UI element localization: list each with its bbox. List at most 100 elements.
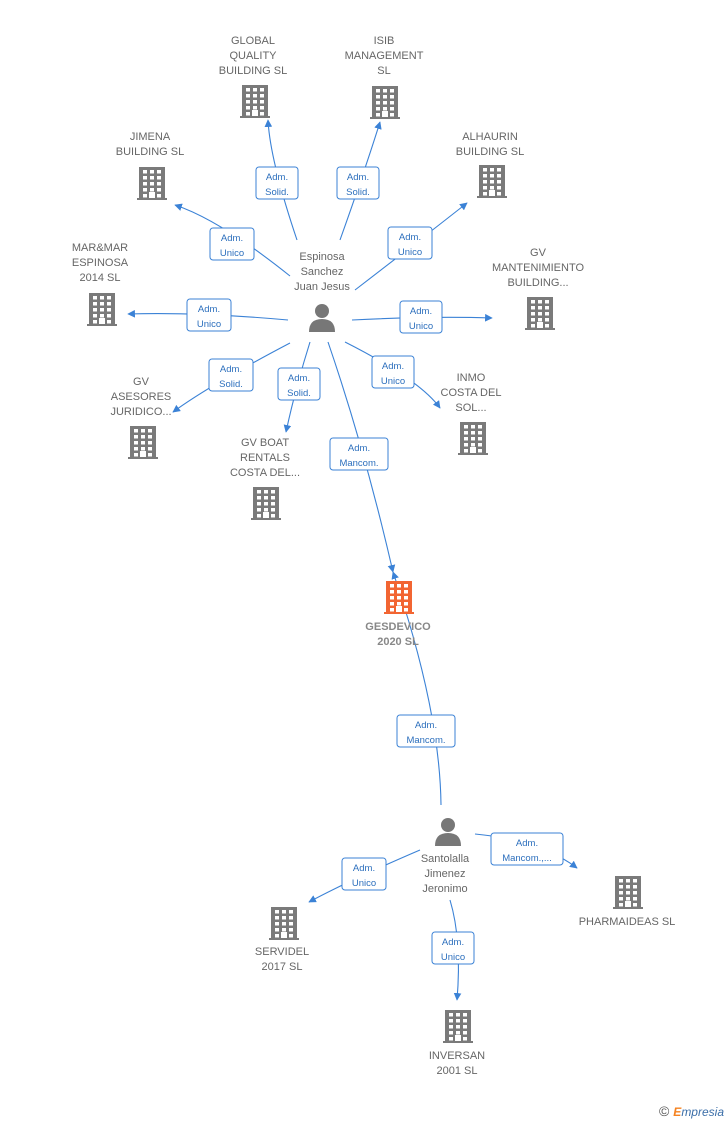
edge-label-text: Adm. [288,373,310,384]
company-name-isib[interactable]: ISIB [374,35,395,47]
company-name-gvboat[interactable]: RENTALS [240,452,290,464]
company-name-inmo[interactable]: SOL... [455,402,486,414]
person-name-espinosa[interactable]: Juan Jesus [294,281,350,293]
edge-label-text: Adm. [382,361,404,372]
person-name-santolalla[interactable]: Jeronimo [422,883,467,895]
building-icon [525,297,555,330]
company-name-inmo[interactable]: COSTA DEL [441,387,502,399]
edge-label-box [396,714,456,748]
edge-label-text: Unico [220,248,244,259]
edge-label-text: Adm. [198,304,220,315]
edge-label-text: Adm. [399,232,421,243]
edge-label-box [387,226,433,260]
company-name-marmar[interactable]: MAR&MAR [72,242,128,254]
edge-label-text: Solid. [219,379,243,390]
edge-label-text: Unico [352,878,376,889]
company-name-servidel[interactable]: SERVIDEL [255,946,309,958]
building-icon [613,876,643,909]
company-name-inversan[interactable]: 2001 SL [437,1065,478,1077]
edge-label-text: Unico [381,376,405,387]
company-name-gesdevico[interactable]: 2020 SL [377,636,419,648]
edge-label-espinosa-gvboat: Adm. Solid. [277,367,321,401]
building-icon [384,581,414,614]
edge-label-text: Adm. [516,838,538,849]
brand-logo-text: mpresia [681,1105,724,1119]
building-icon [458,422,488,455]
edge-label-santolalla-pharma: Adm. Mancom.,... [490,832,564,866]
edge-label-box [431,931,475,965]
copyright-symbol: © [658,1103,670,1119]
edge-label-santolalla-servidel: Adm. Unico [341,857,387,891]
edge-label-espinosa-isib: Adm.Solid. [336,166,380,200]
building-icon [240,85,270,118]
edge-label-text: Adm. [353,863,375,874]
person-name-espinosa[interactable]: Espinosa [299,251,345,263]
edge-label-box [277,367,321,401]
company-name-pharma[interactable]: PHARMAIDEAS SL [579,916,676,928]
edge-label-box [371,355,415,389]
edge-label-text: Adm. [266,172,288,183]
person-name-espinosa[interactable]: Sanchez [301,266,344,278]
edge-label-box [336,166,380,200]
company-name-global[interactable]: QUALITY [229,50,277,62]
edge-label-box [341,857,387,891]
company-name-inmo[interactable]: INMO [457,372,486,384]
edge-label-text: Adm. [415,720,437,731]
company-name-gvases[interactable]: GV [133,376,150,388]
company-name-jimena[interactable]: JIMENA [130,131,171,143]
company-name-gvboat[interactable]: COSTA DEL... [230,467,300,479]
company-name-gvboat[interactable]: GV BOAT [241,437,289,449]
edge-label-text: Adm. [442,937,464,948]
edge-label-text: Unico [409,321,433,332]
edge-label-text: Mancom.,... [502,853,552,864]
edge-label-text: Adm. [347,172,369,183]
edge-label-text: Unico [398,247,422,258]
building-icon [137,167,167,200]
edge-label-text: Adm. [410,306,432,317]
company-name-alhaurin[interactable]: ALHAURIN [462,131,518,143]
building-icon [87,293,117,326]
company-name-global[interactable]: GLOBAL [231,35,275,47]
person-icon [435,818,461,846]
company-name-global[interactable]: BUILDING SL [219,65,287,77]
company-name-isib[interactable]: SL [377,65,390,77]
company-name-isib[interactable]: MANAGEMENT [345,50,424,62]
edge-label-espinosa-gvases: Adm.Solid. [208,358,254,392]
building-icon [251,487,281,520]
company-name-marmar[interactable]: ESPINOSA [72,257,129,269]
edge-label-text: Adm. [348,443,370,454]
edge-label-text: Mancom. [406,735,445,746]
edge-label-box [329,437,389,471]
edge-label-box [255,166,299,200]
edge-label-text: Unico [197,319,221,330]
brand-logo-initial: E [673,1105,682,1119]
edge-label-text: Solid. [287,388,311,399]
footer-brand: ©Empresia [659,1103,724,1119]
person-icon [309,304,335,332]
company-name-gesdevico[interactable]: GESDEVICO [365,621,431,633]
company-name-jimena[interactable]: BUILDING SL [116,146,184,158]
company-name-gvmant[interactable]: BUILDING... [507,277,568,289]
person-name-santolalla[interactable]: Santolalla [421,853,470,865]
edge-label-box [399,300,443,334]
edge-label-espinosa-alhaurin: Adm. Unico [387,226,433,260]
building-icon [128,426,158,459]
company-name-alhaurin[interactable]: BUILDING SL [456,146,524,158]
edge-label-espinosa-gesdevico: Adm. Mancom. [329,437,389,471]
company-name-inversan[interactable]: INVERSAN [429,1050,485,1062]
company-name-gvmant[interactable]: MANTENIMIENTO [492,262,585,274]
company-name-marmar[interactable]: 2014 SL [80,272,121,284]
edge-label-santolalla-inversan: Adm. Unico [431,931,475,965]
company-name-servidel[interactable]: 2017 SL [262,961,303,973]
company-name-gvases[interactable]: ASESORES [111,391,172,403]
edge-label-text: Unico [441,952,465,963]
person-name-santolalla[interactable]: Jimenez [425,868,466,880]
building-icon [269,907,299,940]
edge-label-text: Adm. [221,233,243,244]
edge-label-espinosa-marmar: Adm. Unico [186,298,232,332]
edge-label-text: Mancom. [339,458,378,469]
company-name-gvmant[interactable]: GV [530,247,547,259]
company-name-gvases[interactable]: JURIDICO... [110,406,171,418]
edge-label-box [209,227,255,261]
